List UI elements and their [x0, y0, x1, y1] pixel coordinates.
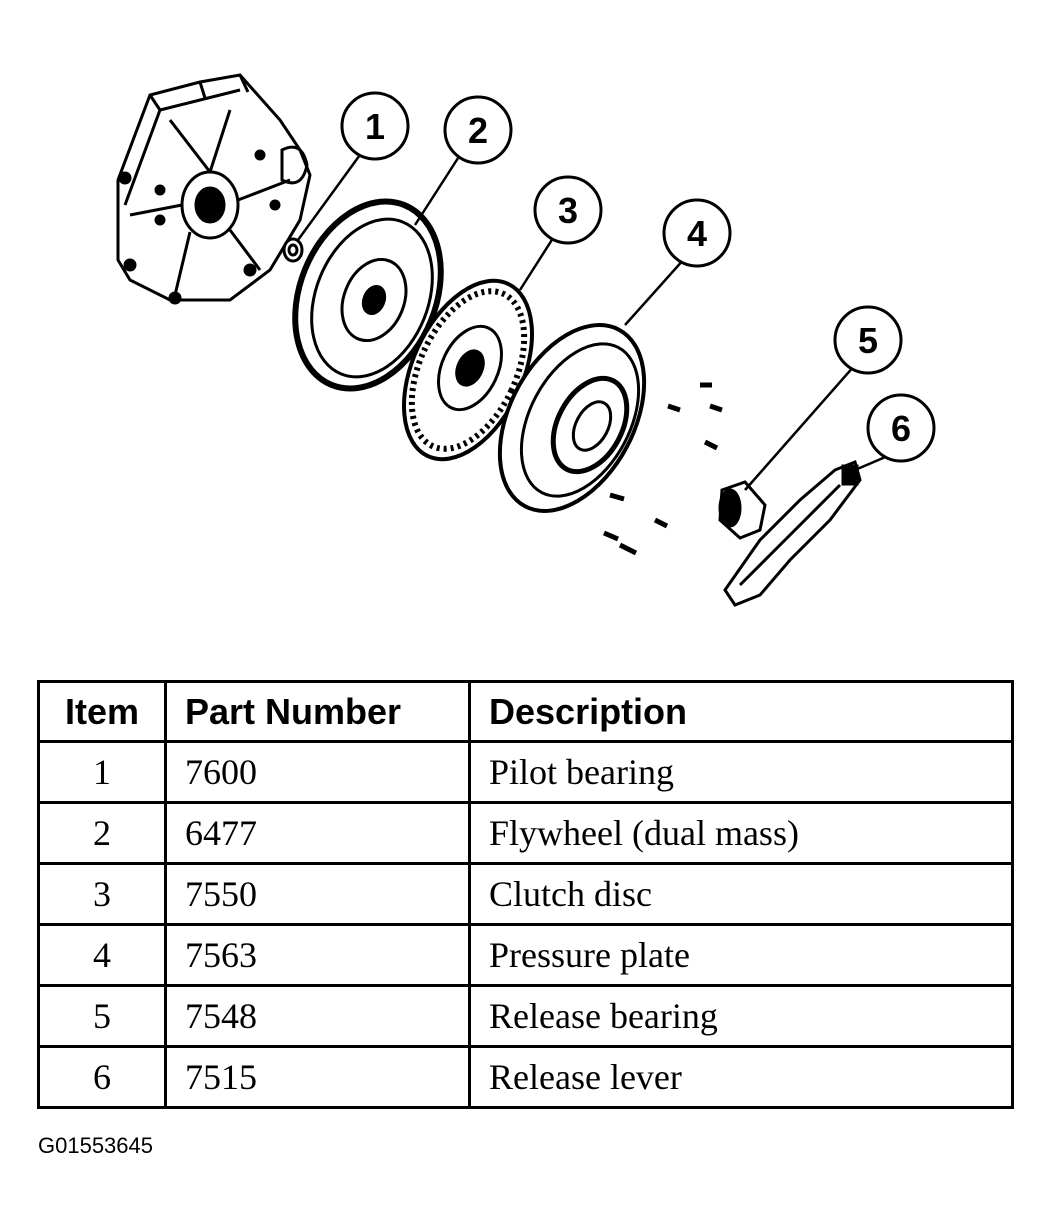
cell-item: 4 [37, 923, 167, 987]
cell-part-number: 7563 [164, 923, 471, 987]
table-row: 1 7600 Pilot bearing [37, 740, 1014, 804]
callout-circles [340, 91, 936, 463]
cell-item: 1 [37, 740, 167, 804]
header-item: Item [37, 680, 167, 743]
callout-6: 6 [891, 408, 911, 449]
pressure-plate-part [497, 323, 647, 513]
clutch-exploded-diagram: 1 2 3 4 5 6 [116, 73, 936, 607]
callout-2: 2 [468, 110, 488, 151]
cell-part-number: 7550 [164, 862, 471, 926]
leader-lines [296, 147, 891, 491]
cell-item: 3 [37, 862, 167, 926]
flywheel-part [292, 198, 444, 392]
table-row: 5 7548 Release bearing [37, 984, 1014, 1048]
parts-table: Item Part Number Description 1 7600 Pilo… [37, 680, 1014, 1109]
release-bearing-part [718, 480, 767, 540]
callout-4: 4 [687, 213, 707, 254]
header-description: Description [468, 680, 1014, 743]
cell-description: Release bearing [468, 984, 1014, 1048]
cell-description: Pilot bearing [468, 740, 1014, 804]
bolts [603, 382, 723, 556]
cell-part-number: 6477 [164, 801, 471, 865]
cell-part-number: 7548 [164, 984, 471, 1048]
table-row: 3 7550 Clutch disc [37, 862, 1014, 926]
release-lever-part [723, 459, 862, 607]
callout-5: 5 [858, 320, 878, 361]
cell-part-number: 7600 [164, 740, 471, 804]
callout-3: 3 [558, 190, 578, 231]
cell-description: Flywheel (dual mass) [468, 801, 1014, 865]
cell-description: Clutch disc [468, 862, 1014, 926]
cell-item: 5 [37, 984, 167, 1048]
callout-1: 1 [365, 106, 385, 147]
engine-rear-plate [116, 73, 312, 305]
cell-item: 2 [37, 801, 167, 865]
header-part-number: Part Number [164, 680, 471, 743]
pilot-bearing-part [282, 237, 304, 263]
table-header-row: Item Part Number Description [37, 680, 1014, 743]
cell-part-number: 7515 [164, 1045, 471, 1109]
table-row: 6 7515 Release lever [37, 1045, 1014, 1109]
cell-description: Release lever [468, 1045, 1014, 1109]
table-row: 2 6477 Flywheel (dual mass) [37, 801, 1014, 865]
cell-description: Pressure plate [468, 923, 1014, 987]
table-row: 4 7563 Pressure plate [37, 923, 1014, 987]
figure-id: G01553645 [38, 1133, 153, 1158]
cell-item: 6 [37, 1045, 167, 1109]
